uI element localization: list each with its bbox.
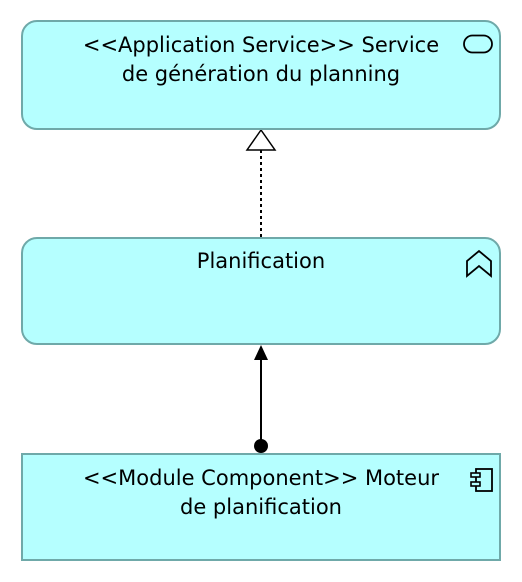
application-service-node[interactable]: <<Application Service>> Service de génér… [21, 20, 501, 130]
application-service-label: <<Application Service>> Service de génér… [82, 33, 440, 86]
application-function-label: Planification [196, 249, 326, 273]
application-component-label: <<Module Component>> Moteur de planifica… [82, 466, 440, 519]
application-component-node[interactable]: <<Module Component>> Moteur de planifica… [21, 453, 501, 561]
application-function-node[interactable]: Planification [21, 237, 501, 345]
application-service-icon [463, 34, 493, 54]
assignment-tail-dot [254, 439, 268, 453]
application-component-icon [470, 468, 493, 492]
application-function-icon [466, 249, 492, 278]
realization-arrowhead [245, 128, 277, 151]
assignment-arrowhead [254, 345, 268, 360]
